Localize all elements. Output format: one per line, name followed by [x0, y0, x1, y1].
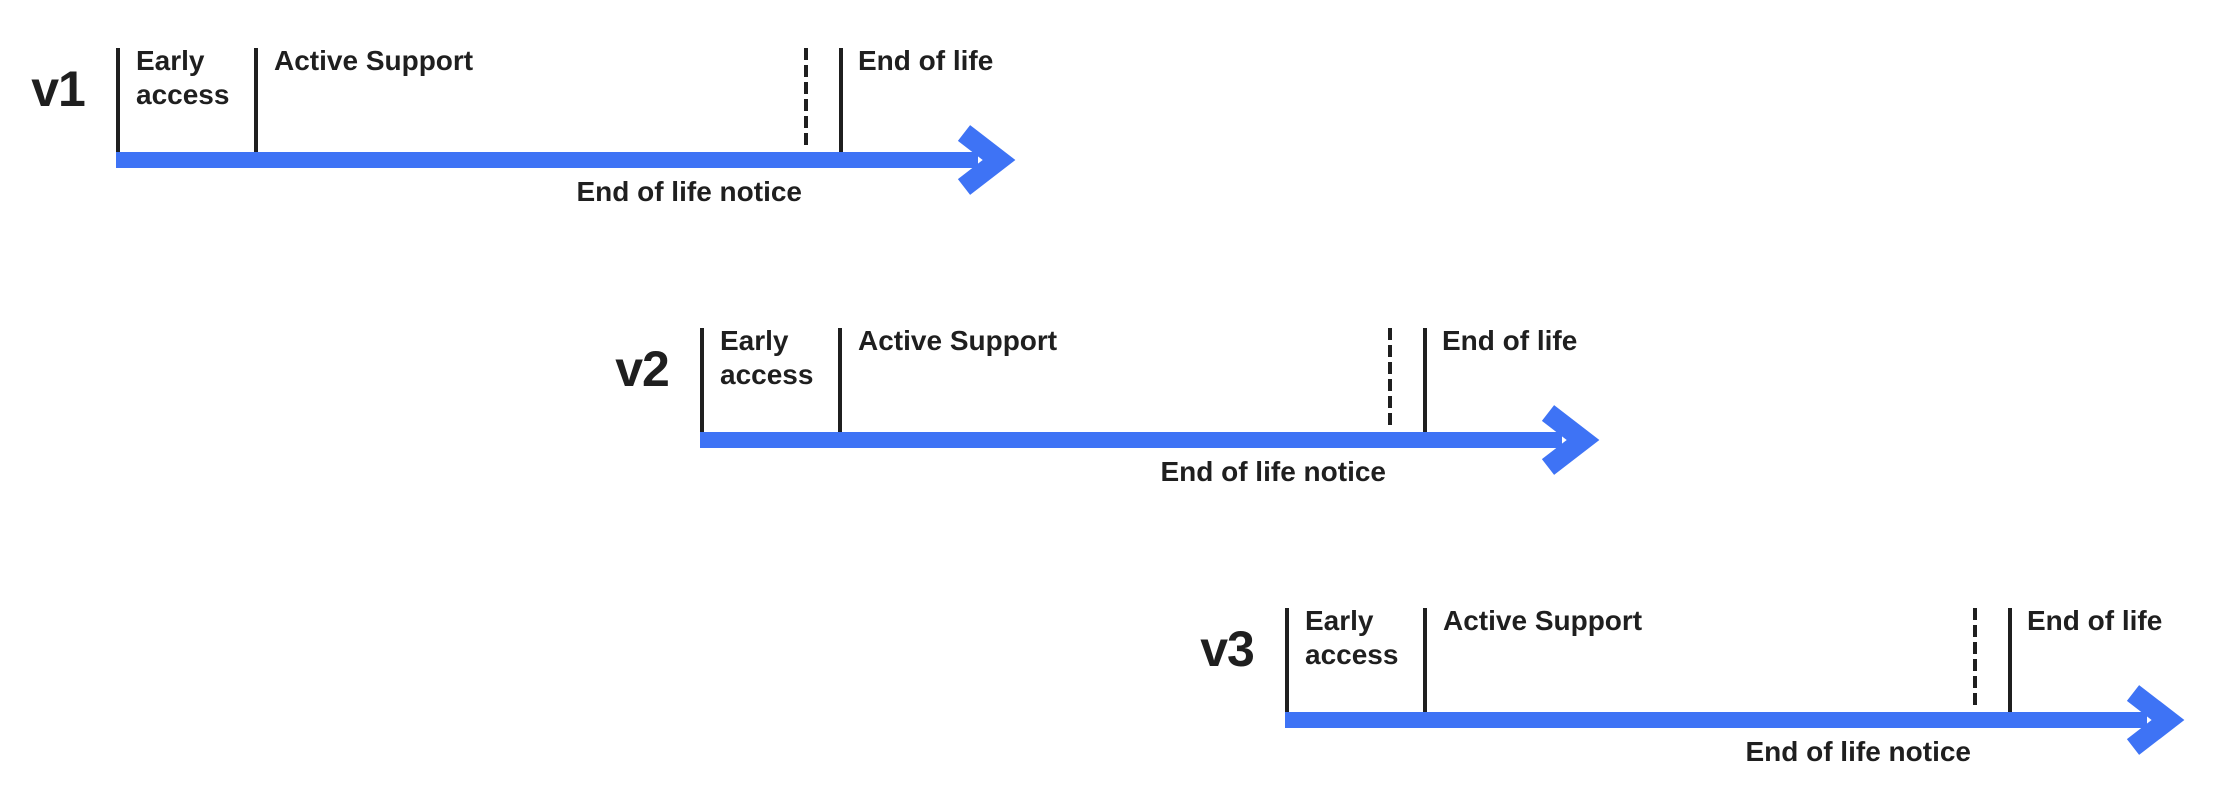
early-access-end-tick [254, 48, 258, 152]
active-support-label: Active Support [1443, 605, 1643, 636]
timeline-arrow-icon [1285, 685, 2185, 755]
version-label: v1 [31, 61, 86, 117]
early-access-label: Early access [1305, 605, 1399, 670]
end-of-life-label: End of life [1442, 325, 1578, 356]
early-access-label: Early access [720, 325, 814, 390]
eol-notice-dashed-line [1388, 328, 1392, 429]
active-support-label: Active Support [274, 45, 474, 76]
end-of-life-tick [2008, 608, 2012, 713]
timeline-arrow-icon [116, 125, 1016, 195]
timeline-row-v1: v1 Early access Active Support End of li… [0, 0, 1110, 240]
eol-notice-dashed-line [1973, 608, 1977, 709]
release-tick [116, 48, 120, 152]
eol-notice-label: End of life notice [1160, 456, 1386, 487]
end-of-life-label: End of life [858, 45, 994, 76]
timeline-row-v2: v2 Early access Active Support End of li… [584, 280, 1694, 520]
version-label: v3 [1200, 621, 1255, 677]
eol-notice-label: End of life notice [576, 176, 802, 207]
end-of-life-label: End of life [2027, 605, 2163, 636]
end-of-life-tick [839, 48, 843, 153]
timeline-row-v3: v3 Early access Active Support End of li… [1169, 560, 2228, 800]
version-label: v2 [615, 341, 670, 397]
release-tick [1285, 608, 1289, 712]
timeline-arrow-icon [700, 405, 1600, 475]
early-access-end-tick [838, 328, 842, 432]
eol-notice-dashed-line [804, 48, 808, 149]
early-access-label: Early access [136, 45, 230, 110]
end-of-life-tick [1423, 328, 1427, 433]
eol-notice-label: End of life notice [1745, 736, 1971, 767]
early-access-end-tick [1423, 608, 1427, 712]
active-support-label: Active Support [858, 325, 1058, 356]
release-tick [700, 328, 704, 432]
